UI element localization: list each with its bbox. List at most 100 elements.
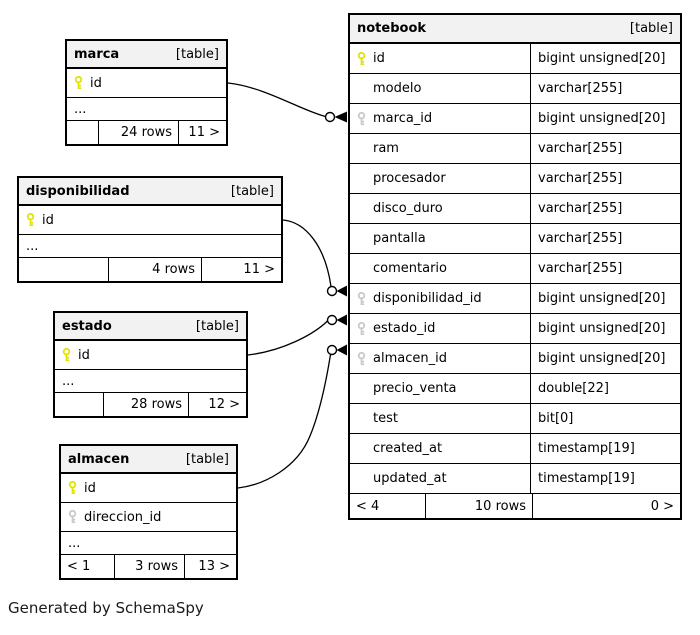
table-header[interactable]: marca [table] xyxy=(67,41,226,69)
table-row: comentario varchar[255] xyxy=(350,253,680,283)
column-name-cell: disponibilidad_id xyxy=(350,284,531,313)
table-header[interactable]: notebook [table] xyxy=(350,15,680,44)
key-icon xyxy=(74,76,83,90)
footer-parents xyxy=(19,258,108,281)
key-icon xyxy=(68,481,77,495)
key-icon xyxy=(357,111,366,126)
table-footer: < 1 3 rows 13 > xyxy=(61,554,236,578)
column-name-cell: comentario xyxy=(350,254,531,283)
table-title[interactable]: notebook xyxy=(357,21,427,36)
column-type: varchar[255] xyxy=(538,261,623,276)
table-header[interactable]: estado [table] xyxy=(55,313,246,341)
column-name: comentario xyxy=(373,261,447,276)
footer-children[interactable]: 11 > xyxy=(201,258,281,281)
column-name-cell: precio_venta xyxy=(350,374,531,403)
table-footer: 24 rows 11 > xyxy=(67,120,226,144)
column-type: varchar[255] xyxy=(538,141,623,156)
column-type: bigint unsigned[20] xyxy=(538,321,666,336)
table-row: ... xyxy=(19,234,281,257)
footer-children[interactable]: 13 > xyxy=(184,555,236,578)
table-title[interactable]: disponibilidad xyxy=(26,183,130,199)
table-row: pantalla varchar[255] xyxy=(350,223,680,253)
column-name: almacen_id xyxy=(373,351,447,366)
table-badge: [table] xyxy=(185,451,229,467)
table-marca[interactable]: marca [table] id ... xyxy=(65,39,228,146)
column-type: varchar[255] xyxy=(538,201,623,216)
key-icon xyxy=(357,321,366,336)
column-name: test xyxy=(373,411,398,426)
key-icon xyxy=(357,291,366,306)
arrowhead xyxy=(336,314,347,326)
zero-or-one-circle xyxy=(326,344,338,356)
table-row: ram varchar[255] xyxy=(350,133,680,163)
table-notebook[interactable]: notebook [table] id bigint unsigned[20] xyxy=(348,13,682,520)
footer-children[interactable]: 11 > xyxy=(178,121,226,144)
table-title[interactable]: almacen xyxy=(68,451,130,467)
column-name-cell: estado_id xyxy=(350,314,531,343)
column-type: varchar[255] xyxy=(538,171,623,186)
table-badge: [table] xyxy=(230,183,274,199)
column-type: timestamp[19] xyxy=(538,441,635,456)
relationship-marca-notebook xyxy=(227,82,347,123)
table-row: disco_duro varchar[255] xyxy=(350,193,680,223)
table-header[interactable]: almacen [table] xyxy=(61,446,236,474)
column-name-cell: id xyxy=(55,341,246,369)
table-row: test bit[0] xyxy=(350,403,680,433)
table-title[interactable]: marca xyxy=(74,46,120,62)
column-type: bigint unsigned[20] xyxy=(538,51,666,66)
table-title[interactable]: estado xyxy=(62,318,112,334)
table-row: id xyxy=(61,474,236,502)
table-row: precio_venta double[22] xyxy=(350,373,680,403)
footer-children[interactable]: 12 > xyxy=(188,393,246,416)
relationship-almacen-notebook xyxy=(237,344,347,489)
column-name-cell: almacen_id xyxy=(350,344,531,373)
table-row: id xyxy=(19,206,281,234)
arrowhead xyxy=(336,285,347,297)
table-badge: [table] xyxy=(629,21,673,36)
column-name: created_at xyxy=(373,441,443,456)
column-name: precio_venta xyxy=(373,381,457,396)
column-type: varchar[255] xyxy=(538,231,623,246)
arrowhead xyxy=(336,344,347,356)
footer-rowcount: 3 rows xyxy=(114,555,184,578)
table-row: updated_at timestamp[19] xyxy=(350,463,680,493)
table-almacen[interactable]: almacen [table] id direccion_id xyxy=(59,444,238,580)
column-type: varchar[255] xyxy=(538,81,623,96)
column-name: disco_duro xyxy=(373,201,443,216)
column-name: id xyxy=(373,51,385,66)
footer-children[interactable]: 0 > xyxy=(532,494,680,518)
column-name-cell: ram xyxy=(350,134,531,163)
table-footer: 4 rows 11 > xyxy=(19,257,281,281)
column-name-cell: created_at xyxy=(350,434,531,463)
table-badge: [table] xyxy=(175,46,219,62)
column-name-cell: updated_at xyxy=(350,464,531,493)
footer-rowcount: 28 rows xyxy=(103,393,188,416)
footer-parents[interactable]: < 1 xyxy=(67,559,91,574)
table-row: disponibilidad_id bigint unsigned[20] xyxy=(350,283,680,313)
key-icon xyxy=(357,51,366,66)
table-row: marca_id bigint unsigned[20] xyxy=(350,103,680,133)
table-row: procesador varchar[255] xyxy=(350,163,680,193)
table-row: id xyxy=(67,69,226,97)
column-name: ... xyxy=(68,535,81,551)
zero-or-one-circle xyxy=(326,314,338,326)
column-type: double[22] xyxy=(538,381,609,396)
table-header[interactable]: disponibilidad [table] xyxy=(19,178,281,206)
column-name-cell: id xyxy=(350,44,531,73)
column-rows: id ... xyxy=(19,206,281,257)
footer-parents[interactable]: < 4 xyxy=(356,498,380,514)
table-row: estado_id bigint unsigned[20] xyxy=(350,313,680,343)
column-name: id xyxy=(78,347,90,363)
table-row: id xyxy=(55,341,246,369)
table-disponibilidad[interactable]: disponibilidad [table] id ... xyxy=(17,176,283,283)
column-name: ... xyxy=(62,373,75,389)
column-rows: id bigint unsigned[20] modelo varchar[25… xyxy=(350,44,680,493)
column-rows: id direccion_id ... xyxy=(61,474,236,554)
key-icon xyxy=(62,348,71,362)
table-row: almacen_id bigint unsigned[20] xyxy=(350,343,680,373)
table-row: id bigint unsigned[20] xyxy=(350,44,680,73)
table-footer: 28 rows 12 > xyxy=(55,392,246,416)
column-name: ... xyxy=(26,238,39,254)
footer-parents xyxy=(55,393,103,416)
table-estado[interactable]: estado [table] id ... xyxy=(53,311,248,418)
